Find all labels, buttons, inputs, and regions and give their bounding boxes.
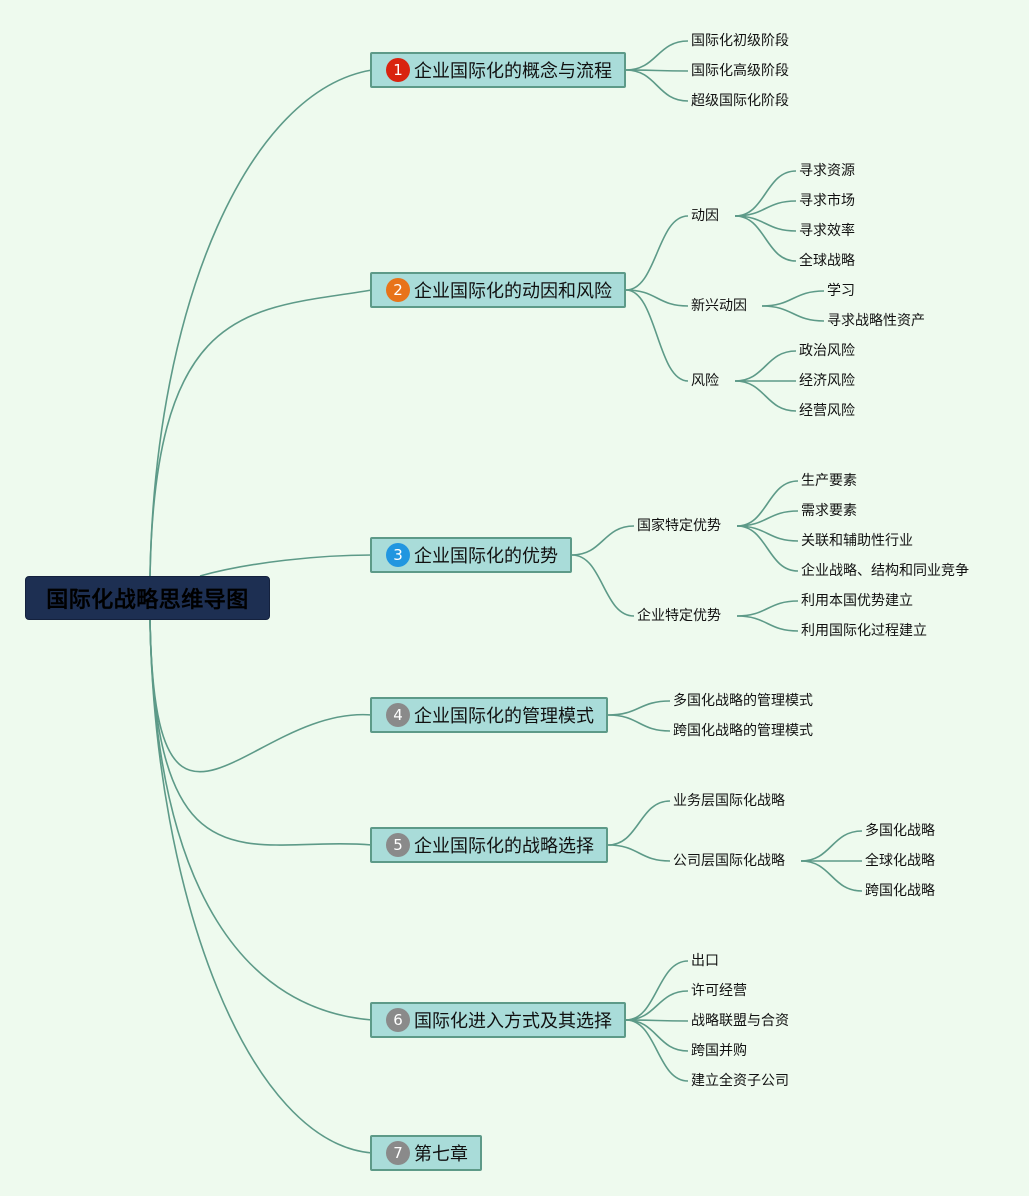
subtopic-2-3-1[interactable]: 政治风险 bbox=[799, 343, 855, 359]
subtopic-3-2-1[interactable]: 利用本国优势建立 bbox=[801, 593, 913, 609]
subtopic-5-2-2[interactable]: 全球化战略 bbox=[865, 853, 935, 869]
topic-6-1[interactable]: 出口 bbox=[691, 953, 719, 969]
branch-6[interactable]: 6 国际化进入方式及其选择 bbox=[370, 1002, 626, 1038]
topic-2-3[interactable]: 风险 bbox=[691, 373, 719, 389]
number-2-badge-icon: 2 bbox=[386, 278, 410, 302]
subtopic-3-1-4[interactable]: 企业战略、结构和同业竞争 bbox=[801, 563, 969, 579]
branch-3[interactable]: 3 企业国际化的优势 bbox=[370, 537, 572, 573]
topic-3-2[interactable]: 企业特定优势 bbox=[637, 608, 721, 624]
topic-6-5[interactable]: 建立全资子公司 bbox=[691, 1073, 789, 1089]
topic-4-1[interactable]: 多国化战略的管理模式 bbox=[673, 693, 813, 709]
topic-5-1[interactable]: 业务层国际化战略 bbox=[673, 793, 785, 809]
topic-6-3[interactable]: 战略联盟与合资 bbox=[691, 1013, 789, 1029]
topic-1-2[interactable]: 国际化高级阶段 bbox=[691, 63, 789, 79]
subtopic-3-2-2[interactable]: 利用国际化过程建立 bbox=[801, 623, 927, 639]
subtopic-3-1-2[interactable]: 需求要素 bbox=[801, 503, 857, 519]
number-4-badge-icon: 4 bbox=[386, 703, 410, 727]
subtopic-3-1-3[interactable]: 关联和辅助性行业 bbox=[801, 533, 913, 549]
branch-7-label: 第七章 bbox=[414, 1144, 468, 1165]
topic-1-3[interactable]: 超级国际化阶段 bbox=[691, 93, 789, 109]
branch-1[interactable]: 1 企业国际化的概念与流程 bbox=[370, 52, 626, 88]
subtopic-2-1-2[interactable]: 寻求市场 bbox=[799, 193, 855, 209]
branch-1-label: 企业国际化的概念与流程 bbox=[414, 61, 612, 82]
number-5-badge-icon: 5 bbox=[386, 833, 410, 857]
branch-6-label: 国际化进入方式及其选择 bbox=[414, 1011, 612, 1032]
topic-6-4[interactable]: 跨国并购 bbox=[691, 1043, 747, 1059]
subtopic-5-2-3[interactable]: 跨国化战略 bbox=[865, 883, 935, 899]
subtopic-2-3-3[interactable]: 经营风险 bbox=[799, 403, 855, 419]
branch-3-label: 企业国际化的优势 bbox=[414, 546, 558, 567]
number-6-badge-icon: 6 bbox=[386, 1008, 410, 1032]
topic-1-1[interactable]: 国际化初级阶段 bbox=[691, 33, 789, 49]
number-3-badge-icon: 3 bbox=[386, 543, 410, 567]
branch-7[interactable]: 7 第七章 bbox=[370, 1135, 482, 1171]
topic-5-2[interactable]: 公司层国际化战略 bbox=[673, 853, 785, 869]
subtopic-3-1-1[interactable]: 生产要素 bbox=[801, 473, 857, 489]
topic-3-1[interactable]: 国家特定优势 bbox=[637, 518, 721, 534]
subtopic-5-2-1[interactable]: 多国化战略 bbox=[865, 823, 935, 839]
subtopic-2-1-1[interactable]: 寻求资源 bbox=[799, 163, 855, 179]
subtopic-2-2-2[interactable]: 寻求战略性资产 bbox=[827, 313, 925, 329]
branch-2[interactable]: 2 企业国际化的动因和风险 bbox=[370, 272, 626, 308]
topic-2-2[interactable]: 新兴动因 bbox=[691, 298, 747, 314]
branch-5[interactable]: 5 企业国际化的战略选择 bbox=[370, 827, 608, 863]
topic-4-2[interactable]: 跨国化战略的管理模式 bbox=[673, 723, 813, 739]
subtopic-2-1-4[interactable]: 全球战略 bbox=[799, 253, 855, 269]
branch-4-label: 企业国际化的管理模式 bbox=[414, 706, 594, 727]
subtopic-2-1-3[interactable]: 寻求效率 bbox=[799, 223, 855, 239]
subtopic-2-2-1[interactable]: 学习 bbox=[827, 283, 855, 299]
branch-2-label: 企业国际化的动因和风险 bbox=[414, 281, 612, 302]
subtopic-2-3-2[interactable]: 经济风险 bbox=[799, 373, 855, 389]
topic-6-2[interactable]: 许可经营 bbox=[691, 983, 747, 999]
root-node[interactable]: 国际化战略思维导图 bbox=[25, 576, 270, 620]
number-1-badge-icon: 1 bbox=[386, 58, 410, 82]
root-node-label: 国际化战略思维导图 bbox=[46, 588, 249, 613]
branch-4[interactable]: 4 企业国际化的管理模式 bbox=[370, 697, 608, 733]
topic-2-1[interactable]: 动因 bbox=[691, 208, 719, 224]
number-7-badge-icon: 7 bbox=[386, 1141, 410, 1165]
branch-5-label: 企业国际化的战略选择 bbox=[414, 836, 594, 857]
